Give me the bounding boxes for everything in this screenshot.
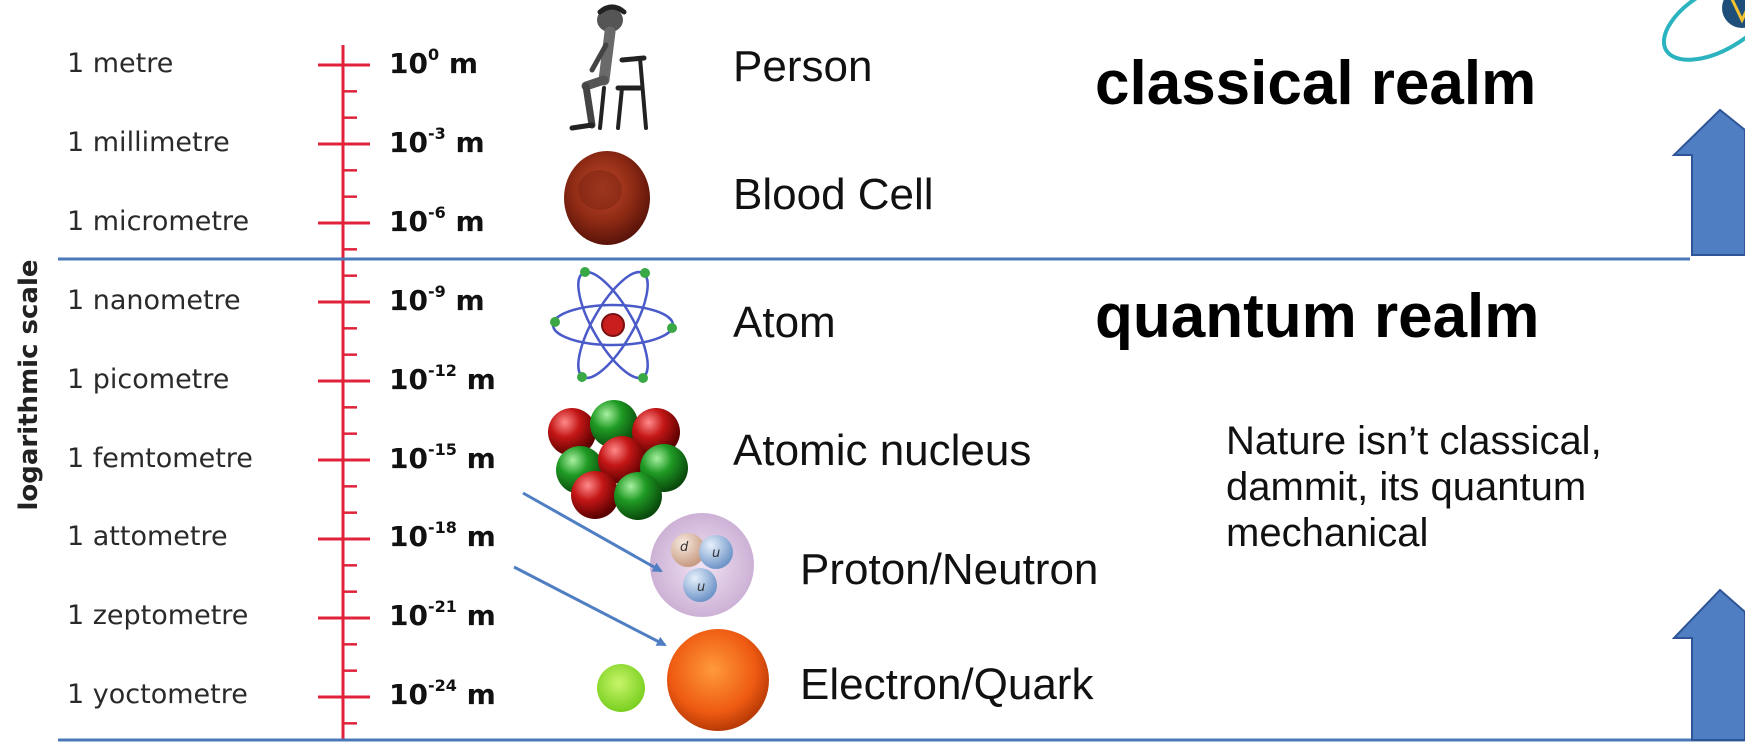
power-label: 10-9 m bbox=[389, 282, 485, 317]
quantum-realm-title: quantum realm bbox=[1095, 282, 1540, 351]
unit-label: 1 picometre bbox=[67, 364, 230, 395]
quark-label: u bbox=[712, 546, 720, 561]
object-label-proton: Proton/Neutron bbox=[800, 545, 1099, 594]
unit-label: 1 millimetre bbox=[67, 127, 230, 158]
ruler-ticks bbox=[318, 63, 370, 725]
blood-cell-icon bbox=[564, 151, 650, 245]
object-label-atom: Atom bbox=[733, 298, 836, 347]
pointer-arrow bbox=[513, 565, 667, 647]
pointer-arrow bbox=[522, 491, 663, 573]
unit-label: 1 nanometre bbox=[67, 285, 241, 316]
unit-label: 1 micrometre bbox=[67, 206, 250, 237]
atom-icon bbox=[550, 267, 677, 383]
up-arrow bbox=[1671, 588, 1745, 741]
power-label: 100 m bbox=[389, 45, 479, 80]
unit-label: 1 zeptometre bbox=[67, 600, 249, 631]
unit-label: 1 attometre bbox=[67, 521, 228, 552]
power-label: 10-15 m bbox=[389, 440, 496, 475]
logo-icon bbox=[1661, 0, 1745, 62]
electron-icon bbox=[597, 629, 769, 731]
quark-label: d bbox=[680, 540, 689, 555]
unit-label: 1 yoctometre bbox=[67, 679, 248, 710]
unit-label: 1 femtometre bbox=[67, 443, 253, 474]
unit-label: 1 metre bbox=[67, 48, 174, 79]
classical-realm-title: classical realm bbox=[1095, 49, 1537, 118]
object-label-blood-cell: Blood Cell bbox=[733, 170, 934, 219]
object-label-person: Person bbox=[733, 42, 873, 91]
power-label: 10-18 m bbox=[389, 518, 496, 553]
nucleus-icon bbox=[548, 400, 688, 520]
seated-person-icon bbox=[569, 4, 648, 131]
up-arrow bbox=[1671, 108, 1745, 256]
object-label-electron: Electron/Quark bbox=[800, 660, 1094, 709]
power-label: 10-6 m bbox=[389, 203, 485, 238]
quark-label: u bbox=[697, 580, 705, 595]
power-label: 10-12 m bbox=[389, 361, 496, 396]
proton-icon bbox=[650, 513, 754, 617]
quantum-note: Nature isn’t classical, dammit, its quan… bbox=[1226, 419, 1602, 555]
power-label: 10-3 m bbox=[389, 124, 485, 159]
power-label: 10-24 m bbox=[389, 676, 496, 711]
object-label-nucleus: Atomic nucleus bbox=[733, 426, 1032, 475]
power-label: 10-21 m bbox=[389, 597, 496, 632]
